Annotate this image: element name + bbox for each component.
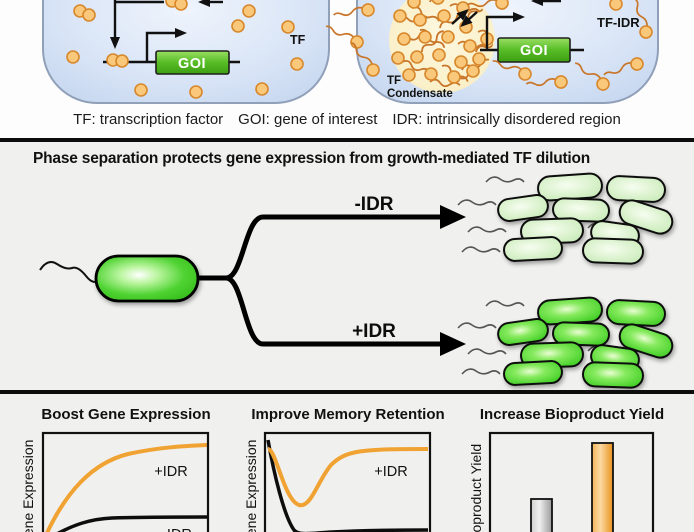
- condensate-label-line1: TF: [387, 75, 401, 87]
- plot-box: [488, 431, 655, 532]
- plus-idr-curve: [45, 443, 209, 532]
- chart-increase-bioproduct-yield: Bioproduct Yield: [468, 431, 655, 532]
- plot-box: [263, 431, 432, 532]
- minus-idr-label: -IDR: [354, 194, 393, 215]
- bacterium-cell: [582, 361, 644, 389]
- bacterium-cell: [497, 194, 549, 222]
- legend-goi: GOI: gene of interest: [238, 111, 378, 128]
- goi-label: GOI: [178, 56, 206, 72]
- minus-idr-curve: [266, 439, 429, 532]
- abbreviation-legend: TF: transcription factor GOI: gene of in…: [0, 111, 694, 128]
- minus-idr-curve: [56, 515, 209, 532]
- charts-graphic: Gene Expression +IDR -IDR Gene Expressio…: [20, 431, 655, 532]
- plus-idr-curve: [266, 447, 429, 508]
- growth-dilution-graphic: -IDR +IDR: [39, 172, 674, 389]
- chart1-title: Boost Gene Expression: [41, 406, 211, 423]
- orange-bar: [591, 442, 614, 532]
- promoter-arrow: [485, 12, 525, 50]
- bacterium-cell: [503, 236, 563, 262]
- bacterium-cell: [537, 296, 603, 326]
- flagellum: [39, 261, 100, 283]
- plus-idr-label: +IDR: [352, 321, 396, 342]
- chart3-ylabel: Bioproduct Yield: [468, 444, 484, 532]
- mother-cell: [94, 254, 200, 303]
- legend-idr: IDR: intrinsically disordered region: [392, 111, 621, 128]
- gray-bar: [530, 498, 553, 532]
- divider-top: [0, 138, 694, 142]
- chart1-minus-idr-label: -IDR: [162, 527, 192, 532]
- bacterium-cell: [537, 172, 603, 202]
- middle-panel-title: Phase separation protects gene expressio…: [33, 150, 591, 167]
- right-host-cell: GOI TF Condensate TF-IDR: [321, 0, 659, 104]
- bacterium-cell: [552, 321, 610, 347]
- chart1-ylabel: Gene Expression: [20, 440, 36, 532]
- bacterium-cell: [606, 175, 666, 203]
- bacterium-cell: [582, 237, 644, 265]
- top-cells-graphic: GOI TF: [42, 0, 659, 104]
- bottom-panel: Boost Gene Expression Improve Memory Ret…: [0, 394, 694, 532]
- tf-dot: [115, 54, 129, 68]
- chart2-ylabel: Gene Expression: [243, 440, 259, 532]
- chart2-title: Improve Memory Retention: [251, 406, 445, 423]
- plus-idr-arrow: [225, 275, 466, 356]
- tf-label: TF: [290, 33, 306, 47]
- promoter-arrow: [145, 28, 187, 62]
- bacterium-cell: [552, 197, 610, 223]
- branch-arrows: [198, 205, 466, 356]
- chart1-plus-idr-label: +IDR: [154, 464, 187, 480]
- legend-tf: TF: transcription factor: [73, 111, 224, 128]
- left-host-cell: GOI TF: [42, 0, 330, 104]
- minus-idr-arrow: [225, 205, 466, 281]
- goi-label: GOI: [520, 43, 548, 59]
- plot-box: [41, 431, 210, 532]
- chart2-plus-idr-label: +IDR: [374, 464, 407, 480]
- exchange-arrows: [451, 8, 478, 28]
- top-panel: GOI TF: [0, 0, 694, 138]
- bacterium-cell: [503, 360, 563, 386]
- chart-improve-memory-retention: Gene Expression +IDR: [243, 431, 432, 532]
- goi-gene-box: GOI: [155, 50, 230, 75]
- chart-boost-gene-expression: Gene Expression +IDR -IDR: [20, 431, 210, 532]
- goi-gene-box: GOI: [497, 37, 571, 63]
- bacterium-cell: [606, 299, 666, 327]
- feedback-arrow: [110, 0, 223, 49]
- diluted-cell-cluster: [457, 172, 674, 265]
- protected-cell-cluster: [457, 296, 674, 389]
- tf-idr-label: TF-IDR: [597, 15, 640, 30]
- bacterium-cell: [497, 318, 549, 346]
- middle-panel: Phase separation protects gene expressio…: [0, 142, 694, 390]
- divider-bottom: [0, 390, 694, 394]
- condensate-label-line2: Condensate: [387, 88, 453, 100]
- chart3-title: Increase Bioproduct Yield: [479, 406, 665, 423]
